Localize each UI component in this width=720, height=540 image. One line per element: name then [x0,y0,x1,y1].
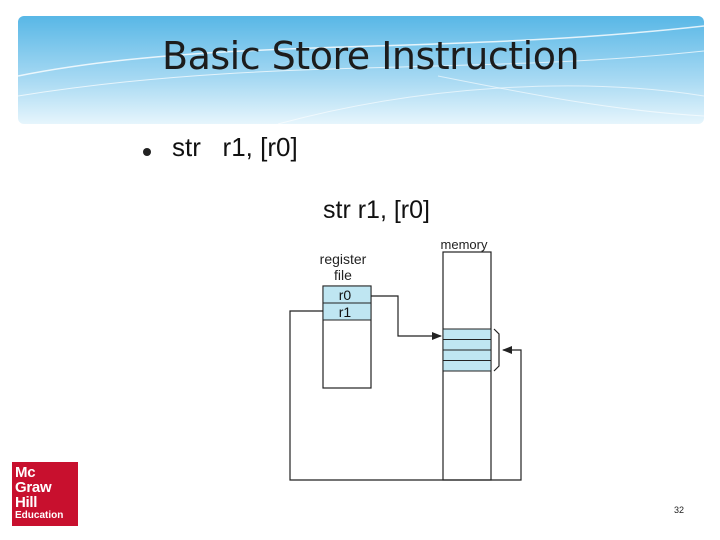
mcgraw-hill-logo: Mc Graw Hill Education [12,462,78,526]
logo-line: Graw [15,480,78,495]
diagram-caption: str r1, [r0] [323,196,430,224]
logo-line: Education [15,510,78,522]
register-file-label-line1: register [320,251,367,267]
logo-line: Mc [15,465,78,480]
register-file-label-line2: file [334,267,352,283]
register-r1-label: r1 [339,304,352,320]
logo-line: Hill [15,495,78,510]
memory-label: memory [441,237,488,252]
address-arrow [371,296,441,336]
page-number: 32 [674,505,684,515]
register-r0-label: r0 [339,287,352,303]
memory-bracket [494,329,499,371]
